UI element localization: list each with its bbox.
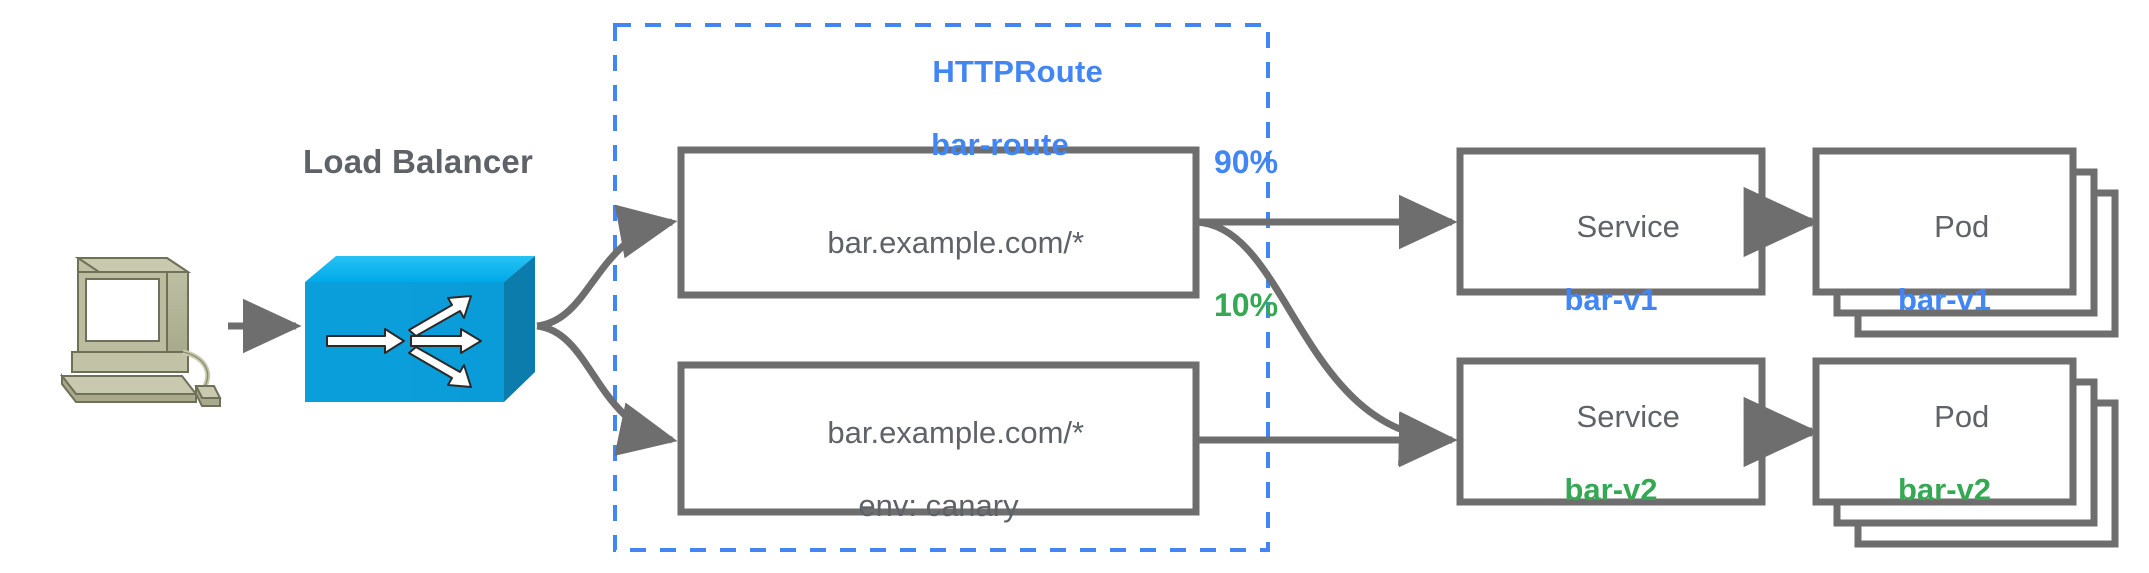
match-default-label: bar.example.com/* [681,188,1196,298]
service-bar-v2-name: bar-v2 [1564,471,1658,507]
service-bar-v1-kind: Service [1576,208,1680,244]
arrow-lb-to-match-canary [536,322,678,456]
weight-90-label: 90% [1214,144,1279,180]
pod-stack-bar-v1[interactable] [1812,147,2119,338]
service-box-bar-v1[interactable] [1456,147,1766,296]
arrow-lb-to-match-default [536,204,678,330]
load-balancer-label: Load Balancer [302,143,533,180]
pod-stack-bar-v2[interactable] [1812,357,2119,548]
match-canary-line2: env: canary [858,487,1019,523]
pod-bar-v2-label: Pod bar-v2 [1816,362,2073,573]
httproute-boundary [613,23,1270,552]
weight-10-label: 10% [1214,287,1279,323]
load-balancer-icon [305,256,535,402]
pod-bar-v1-name: bar-v1 [1897,281,1992,317]
pod-bar-v2-name: bar-v2 [1897,471,1992,507]
httproute-kind-label: HTTPRoute [932,53,1103,89]
match-box-default[interactable] [677,146,1200,299]
service-bar-v2-kind: Service [1576,398,1680,434]
service-bar-v1-name: bar-v1 [1564,281,1658,317]
arrow-weight-10 [1195,218,1458,466]
desktop-computer-icon [59,257,222,407]
pod-bar-v1-kind: Pod [1934,208,1990,244]
service-bar-v1-label: Service bar-v1 [1460,172,1762,391]
httproute-name-label: bar-route [931,126,1069,162]
pod-bar-v1-label: Pod bar-v1 [1816,172,2073,391]
match-default-line1: bar.example.com/* [827,224,1085,260]
httproute-title: HTTPRoute bar-route [800,17,1200,236]
pod-bar-v2-kind: Pod [1934,398,1990,434]
match-canary-label: bar.example.com/* env: canary [681,378,1196,573]
match-canary-line1: bar.example.com/* [827,414,1085,450]
service-bar-v2-label: Service bar-v2 [1460,362,1762,573]
match-box-canary[interactable] [677,361,1200,516]
